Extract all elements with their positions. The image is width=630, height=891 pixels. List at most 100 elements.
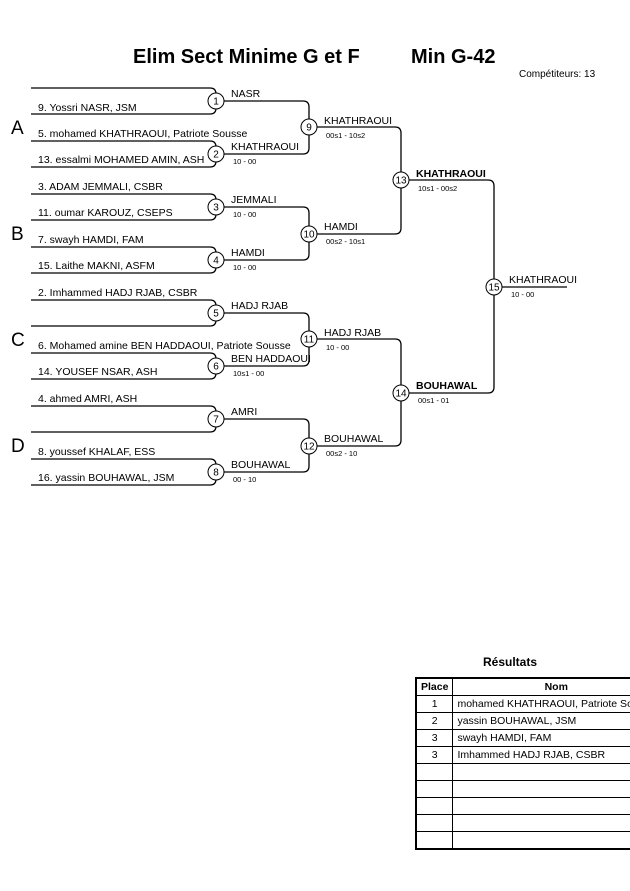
place-cell — [415, 780, 454, 798]
results-header-row: Place Nom — [415, 677, 630, 696]
match-score: 10s1 - 00 — [233, 369, 264, 378]
place-cell — [415, 831, 454, 850]
entrant: 4. ahmed AMRI, ASH — [38, 393, 137, 405]
entrant: 6. Mohamed amine BEN HADDAOUI, Patriote … — [38, 340, 291, 352]
table-row — [415, 797, 630, 815]
results-title: Résultats — [482, 655, 538, 669]
place-column-header: Place — [415, 677, 454, 696]
match-score: 00 - 10 — [233, 475, 256, 484]
match-number: 5 — [213, 309, 219, 320]
r3-m13-lines — [315, 126, 402, 235]
match-score: 00s2 - 10 — [326, 449, 357, 458]
entrant: 2. Imhammed HADJ RJAB, CSBR — [38, 287, 198, 299]
place-cell: 3 — [415, 729, 454, 747]
pool-label: D — [11, 436, 25, 457]
match-winner: KHATHRAOUI — [324, 115, 392, 127]
final-winner: KHATHRAOUI — [509, 274, 577, 286]
r1-m7-lines — [31, 405, 217, 433]
entrant: 16. yassin BOUHAWAL, JSM — [38, 472, 174, 484]
match-number: 1 — [213, 97, 219, 108]
place-cell: 1 — [415, 695, 454, 713]
name-cell: Imhammed HADJ RJAB, CSBR — [452, 746, 630, 764]
entrant: 14. YOUSEF NSAR, ASH — [38, 366, 157, 378]
name-column-header: Nom — [452, 677, 630, 696]
entrant: 13. essalmi MOHAMED AMIN, ASH — [38, 154, 204, 166]
place-cell — [415, 797, 454, 815]
match-score: 10s1 - 00s2 — [418, 184, 457, 193]
name-cell — [452, 814, 630, 832]
match-winner: HAMDI — [324, 221, 358, 233]
competitors-count: Compétiteurs: 13 — [519, 69, 596, 80]
match-winner: NASR — [231, 88, 261, 100]
match-number: 4 — [213, 256, 219, 267]
r3-m14-lines — [315, 338, 402, 447]
r1-m5-lines — [31, 299, 217, 327]
name-cell — [452, 797, 630, 815]
match-number: 2 — [213, 150, 219, 161]
final-score: 10 - 00 — [511, 290, 534, 299]
page-title: Elim Sect Minime G et F — [133, 46, 360, 68]
pool-label: C — [11, 330, 25, 351]
bracket: 1 2 3 4 5 6 7 8 9 10 11 12 13 14 15 A B … — [11, 87, 577, 486]
match-score: 00s1 - 10s2 — [326, 131, 365, 140]
match-score: 00s2 - 10s1 — [326, 237, 365, 246]
match-winner: BOUHAWAL — [324, 433, 383, 445]
match-number: 9 — [306, 123, 312, 134]
match-score: 10 - 00 — [326, 343, 349, 352]
match-number: 12 — [303, 442, 315, 453]
match-number: 3 — [213, 203, 219, 214]
match-winner: BEN HADDAOUI — [231, 353, 311, 365]
name-cell: mohamed KHATHRAOUI, Patriote Sousse — [452, 695, 630, 713]
entrant: 3. ADAM JEMMALI, CSBR — [38, 181, 163, 193]
table-row — [415, 780, 630, 798]
name-cell: swayh HAMDI, FAM — [452, 729, 630, 747]
match-winner: BOUHAWAL — [231, 459, 290, 471]
match-number: 13 — [395, 176, 407, 187]
place-cell — [415, 763, 454, 781]
r4-m15-lines — [407, 179, 495, 394]
table-row — [415, 763, 630, 781]
name-cell — [452, 763, 630, 781]
match-number: 14 — [395, 389, 407, 400]
match-number: 8 — [213, 468, 219, 479]
pool-label: B — [11, 224, 24, 245]
name-cell — [452, 780, 630, 798]
entrant: 5. mohamed KHATHRAOUI, Patriote Sousse — [38, 128, 247, 140]
category-title: Min G-42 — [411, 46, 496, 68]
table-row — [415, 814, 630, 832]
match-winner: HADJ RJAB — [324, 327, 381, 339]
name-cell — [452, 831, 630, 850]
match-score: 10 - 00 — [233, 263, 256, 272]
match-winner: AMRI — [231, 406, 257, 418]
match-winner: HAMDI — [231, 247, 265, 259]
table-row — [415, 831, 630, 850]
place-cell: 2 — [415, 712, 454, 730]
match-number: 11 — [304, 335, 315, 346]
match-number: 6 — [213, 362, 219, 373]
entrant: 15. Laithe MAKNI, ASFM — [38, 260, 155, 272]
match-number: 15 — [488, 283, 500, 294]
match-winner: HADJ RJAB — [231, 300, 288, 312]
match-winner: KHATHRAOUI — [416, 168, 486, 180]
name-cell: yassin BOUHAWAL, JSM — [452, 712, 630, 730]
place-cell: 3 — [415, 746, 454, 764]
match-score: 10 - 00 — [233, 210, 256, 219]
match-number: 10 — [303, 230, 315, 241]
entrant: 11. oumar KAROUZ, CSEPS — [38, 207, 173, 219]
match-winner: JEMMALI — [231, 194, 277, 206]
entrant: 9. Yossri NASR, JSM — [38, 102, 137, 114]
place-cell — [415, 814, 454, 832]
match-score: 10 - 00 — [233, 157, 256, 166]
match-winner: KHATHRAOUI — [231, 141, 299, 153]
match-score: 00s1 - 01 — [418, 396, 449, 405]
match-number: 7 — [213, 415, 219, 426]
pool-label: A — [11, 118, 24, 139]
entrant: 7. swayh HAMDI, FAM — [38, 234, 144, 246]
entrant: 8. youssef KHALAF, ESS — [38, 446, 155, 458]
match-winner: BOUHAWAL — [416, 380, 478, 392]
